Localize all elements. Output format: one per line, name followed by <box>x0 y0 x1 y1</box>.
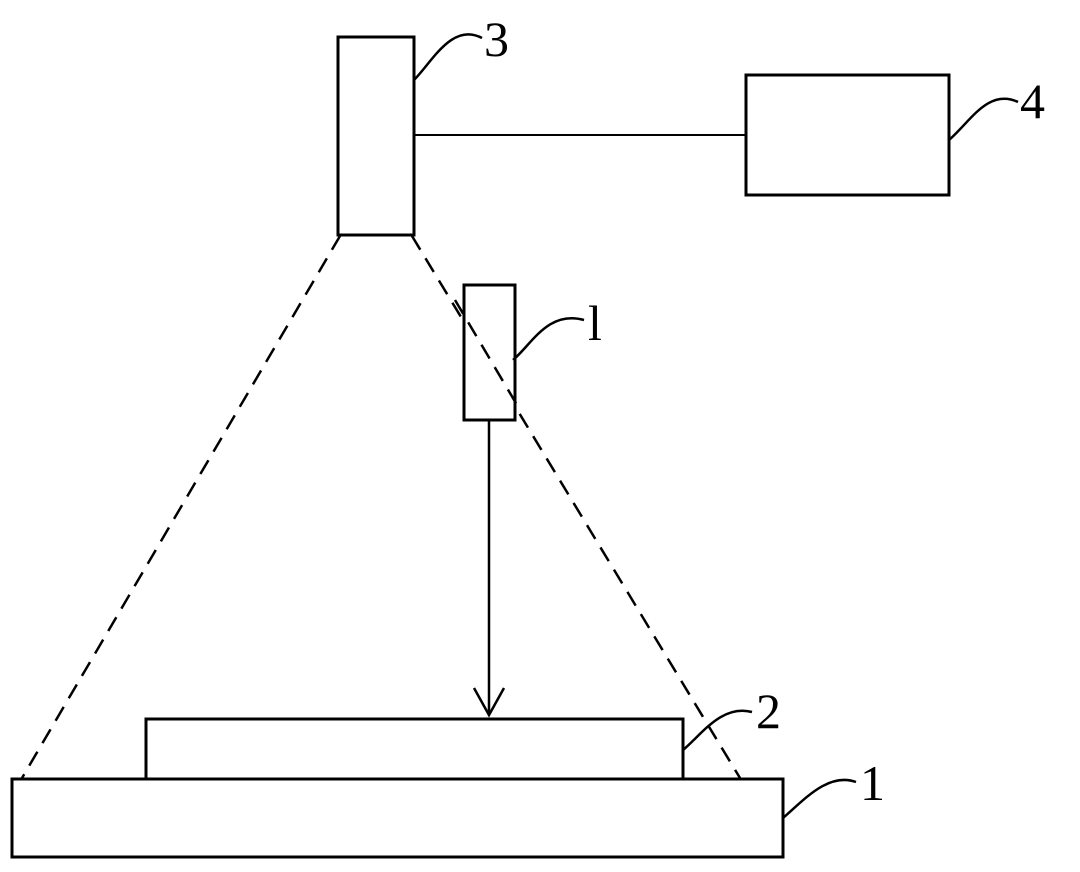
leader-stage <box>782 778 857 819</box>
label-camera: 3 <box>484 11 509 67</box>
substrate-box <box>144 717 685 781</box>
fov-line-right-overlay <box>453 299 522 411</box>
camera-box <box>336 35 416 237</box>
fov-line-left <box>20 235 342 779</box>
light-source-box <box>462 283 517 422</box>
leader-substrate <box>682 709 753 751</box>
beam-arrowhead-icon <box>472 687 506 718</box>
leader-camera <box>413 33 483 81</box>
label-stage: 1 <box>860 755 885 811</box>
label-controller: 4 <box>1020 73 1045 129</box>
leader-controller <box>948 97 1019 141</box>
controller-box <box>744 73 951 197</box>
label-light-source: l <box>588 295 602 351</box>
stage-box <box>10 777 785 859</box>
leader-light-source <box>512 317 585 361</box>
label-substrate: 2 <box>756 683 781 739</box>
